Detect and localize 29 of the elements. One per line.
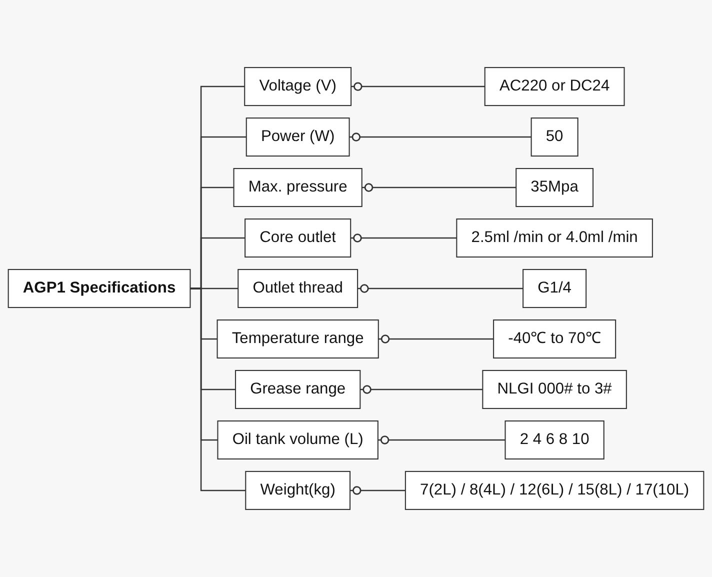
connector xyxy=(351,82,485,91)
connector xyxy=(360,385,483,394)
node-box: Outlet thread xyxy=(238,268,358,308)
node-box: 35Mpa xyxy=(516,168,594,208)
connector xyxy=(190,288,246,492)
node-box: AGP1 Specifications xyxy=(8,268,191,308)
connector xyxy=(349,132,532,142)
node-box: NLGI 000# to 3# xyxy=(482,370,627,409)
node-box: 2.5ml /min or 4.0ml /min xyxy=(456,218,653,258)
node-box: Oil tank volume (L) xyxy=(217,420,378,460)
node-box: G1/4 xyxy=(522,268,587,308)
connector xyxy=(358,284,524,293)
node-box: 2 4 6 8 10 xyxy=(504,420,604,460)
node-box: 50 xyxy=(530,118,578,157)
node-box: Temperature range xyxy=(216,319,379,358)
connector xyxy=(378,436,506,444)
node-box: Weight(kg) xyxy=(245,470,351,510)
node-box: AC220 or DC24 xyxy=(484,67,625,106)
connector xyxy=(362,183,516,192)
node-box: Core outlet xyxy=(244,218,352,258)
node-box: Max. pressure xyxy=(233,168,362,208)
node-box: Power (W) xyxy=(246,118,350,157)
node-box: Voltage (V) xyxy=(244,67,352,106)
connector xyxy=(378,334,494,344)
connector xyxy=(350,234,457,242)
node-box: 7(2L) / 8(4L) / 12(6L) / 15(8L) / 17(10L) xyxy=(404,470,704,510)
connector xyxy=(350,486,406,495)
node-box: -40℃ to 70℃ xyxy=(493,319,616,358)
node-box: Grease range xyxy=(234,370,361,409)
